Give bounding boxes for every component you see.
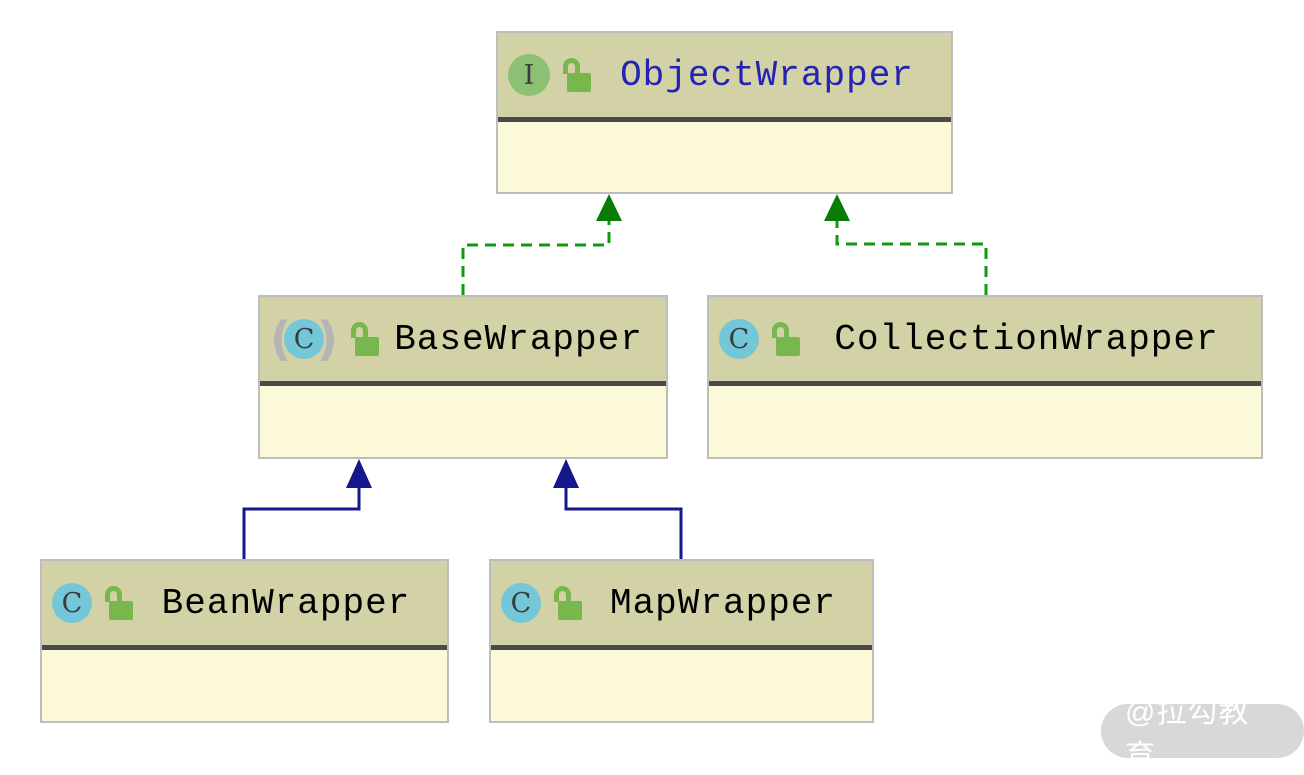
class-icon: C xyxy=(501,583,541,623)
node-header: C CollectionWrapper xyxy=(709,297,1261,386)
lock-body xyxy=(109,601,133,620)
class-icon: C xyxy=(52,583,92,623)
lock-body xyxy=(567,73,591,92)
node-members-section xyxy=(709,386,1261,456)
icon-cluster: I xyxy=(508,54,591,96)
lock-shackle xyxy=(563,58,580,74)
node-name: MapWrapper xyxy=(609,582,837,624)
node-name: CollectionWrapper xyxy=(834,318,1219,360)
node-header: C MapWrapper xyxy=(491,561,872,650)
public-unlocked-icon xyxy=(351,322,380,356)
node-header: C BeanWrapper xyxy=(42,561,447,650)
arrowhead-inheritance-beanwrapper xyxy=(346,459,372,488)
interface-icon: I xyxy=(508,54,550,96)
class-icon-letter: C xyxy=(293,323,315,355)
lock-shackle xyxy=(105,586,122,602)
node-members-section xyxy=(260,386,666,456)
node-header: ( C ) BaseWrapper xyxy=(260,297,666,386)
lock-body xyxy=(776,337,800,356)
lock-shackle xyxy=(554,586,571,602)
class-node-beanwrapper[interactable]: C BeanWrapper xyxy=(40,559,449,723)
abstract-paren-close: ) xyxy=(317,312,339,366)
arrowhead-realization-basewrapper xyxy=(596,194,622,221)
node-members-section xyxy=(498,122,951,192)
class-node-basewrapper[interactable]: ( C ) BaseWrapper xyxy=(258,295,668,459)
class-node-objectwrapper[interactable]: I ObjectWrapper xyxy=(496,31,953,194)
edge-realization-collectionwrapper-objectwrapper xyxy=(835,221,988,295)
public-unlocked-icon xyxy=(105,586,133,620)
lock-body xyxy=(355,337,380,356)
public-unlocked-icon xyxy=(563,58,591,92)
interface-icon-letter: I xyxy=(523,59,535,91)
icon-cluster: C xyxy=(501,583,582,623)
watermark-text: @拉勾教育 xyxy=(1125,696,1250,773)
class-icon: C xyxy=(284,319,325,359)
node-name: BaseWrapper xyxy=(394,318,643,360)
arrowhead-inheritance-mapwrapper xyxy=(553,459,579,488)
lock-body xyxy=(558,601,582,620)
node-name-wrap: CollectionWrapper xyxy=(800,319,1253,360)
lock-shackle xyxy=(772,322,789,338)
class-icon-letter: C xyxy=(61,587,83,619)
node-name: BeanWrapper xyxy=(161,582,411,624)
edge-inheritance-beanwrapper-basewrapper xyxy=(242,488,361,559)
public-unlocked-icon xyxy=(554,586,582,620)
class-icon: C xyxy=(719,319,759,359)
node-members-section xyxy=(491,650,872,720)
icon-cluster: C xyxy=(52,583,133,623)
abstract-paren-open: ( xyxy=(270,312,292,366)
edge-inheritance-mapwrapper-basewrapper xyxy=(564,488,683,559)
node-name-wrap: MapWrapper xyxy=(582,583,864,624)
watermark-badge: @拉勾教育 xyxy=(1101,696,1304,773)
class-icon-letter: C xyxy=(510,587,532,619)
icon-cluster: ( C ) xyxy=(270,312,380,366)
node-name-wrap: ObjectWrapper xyxy=(591,55,943,96)
abstract-class-icon: ( C ) xyxy=(270,312,339,366)
public-unlocked-icon xyxy=(772,322,800,356)
node-header: I ObjectWrapper xyxy=(498,33,951,122)
class-icon-letter: C xyxy=(728,323,750,355)
class-node-mapwrapper[interactable]: C MapWrapper xyxy=(489,559,874,723)
lock-shackle xyxy=(351,322,369,338)
node-members-section xyxy=(42,650,447,720)
node-name: ObjectWrapper xyxy=(620,54,914,96)
icon-cluster: C xyxy=(719,319,800,359)
edge-realization-basewrapper-objectwrapper xyxy=(461,221,611,295)
node-name-wrap: BaseWrapper xyxy=(379,319,658,360)
class-node-collectionwrapper[interactable]: C CollectionWrapper xyxy=(707,295,1263,459)
arrowhead-realization-collectionwrapper xyxy=(824,194,850,221)
node-name-wrap: BeanWrapper xyxy=(133,583,439,624)
